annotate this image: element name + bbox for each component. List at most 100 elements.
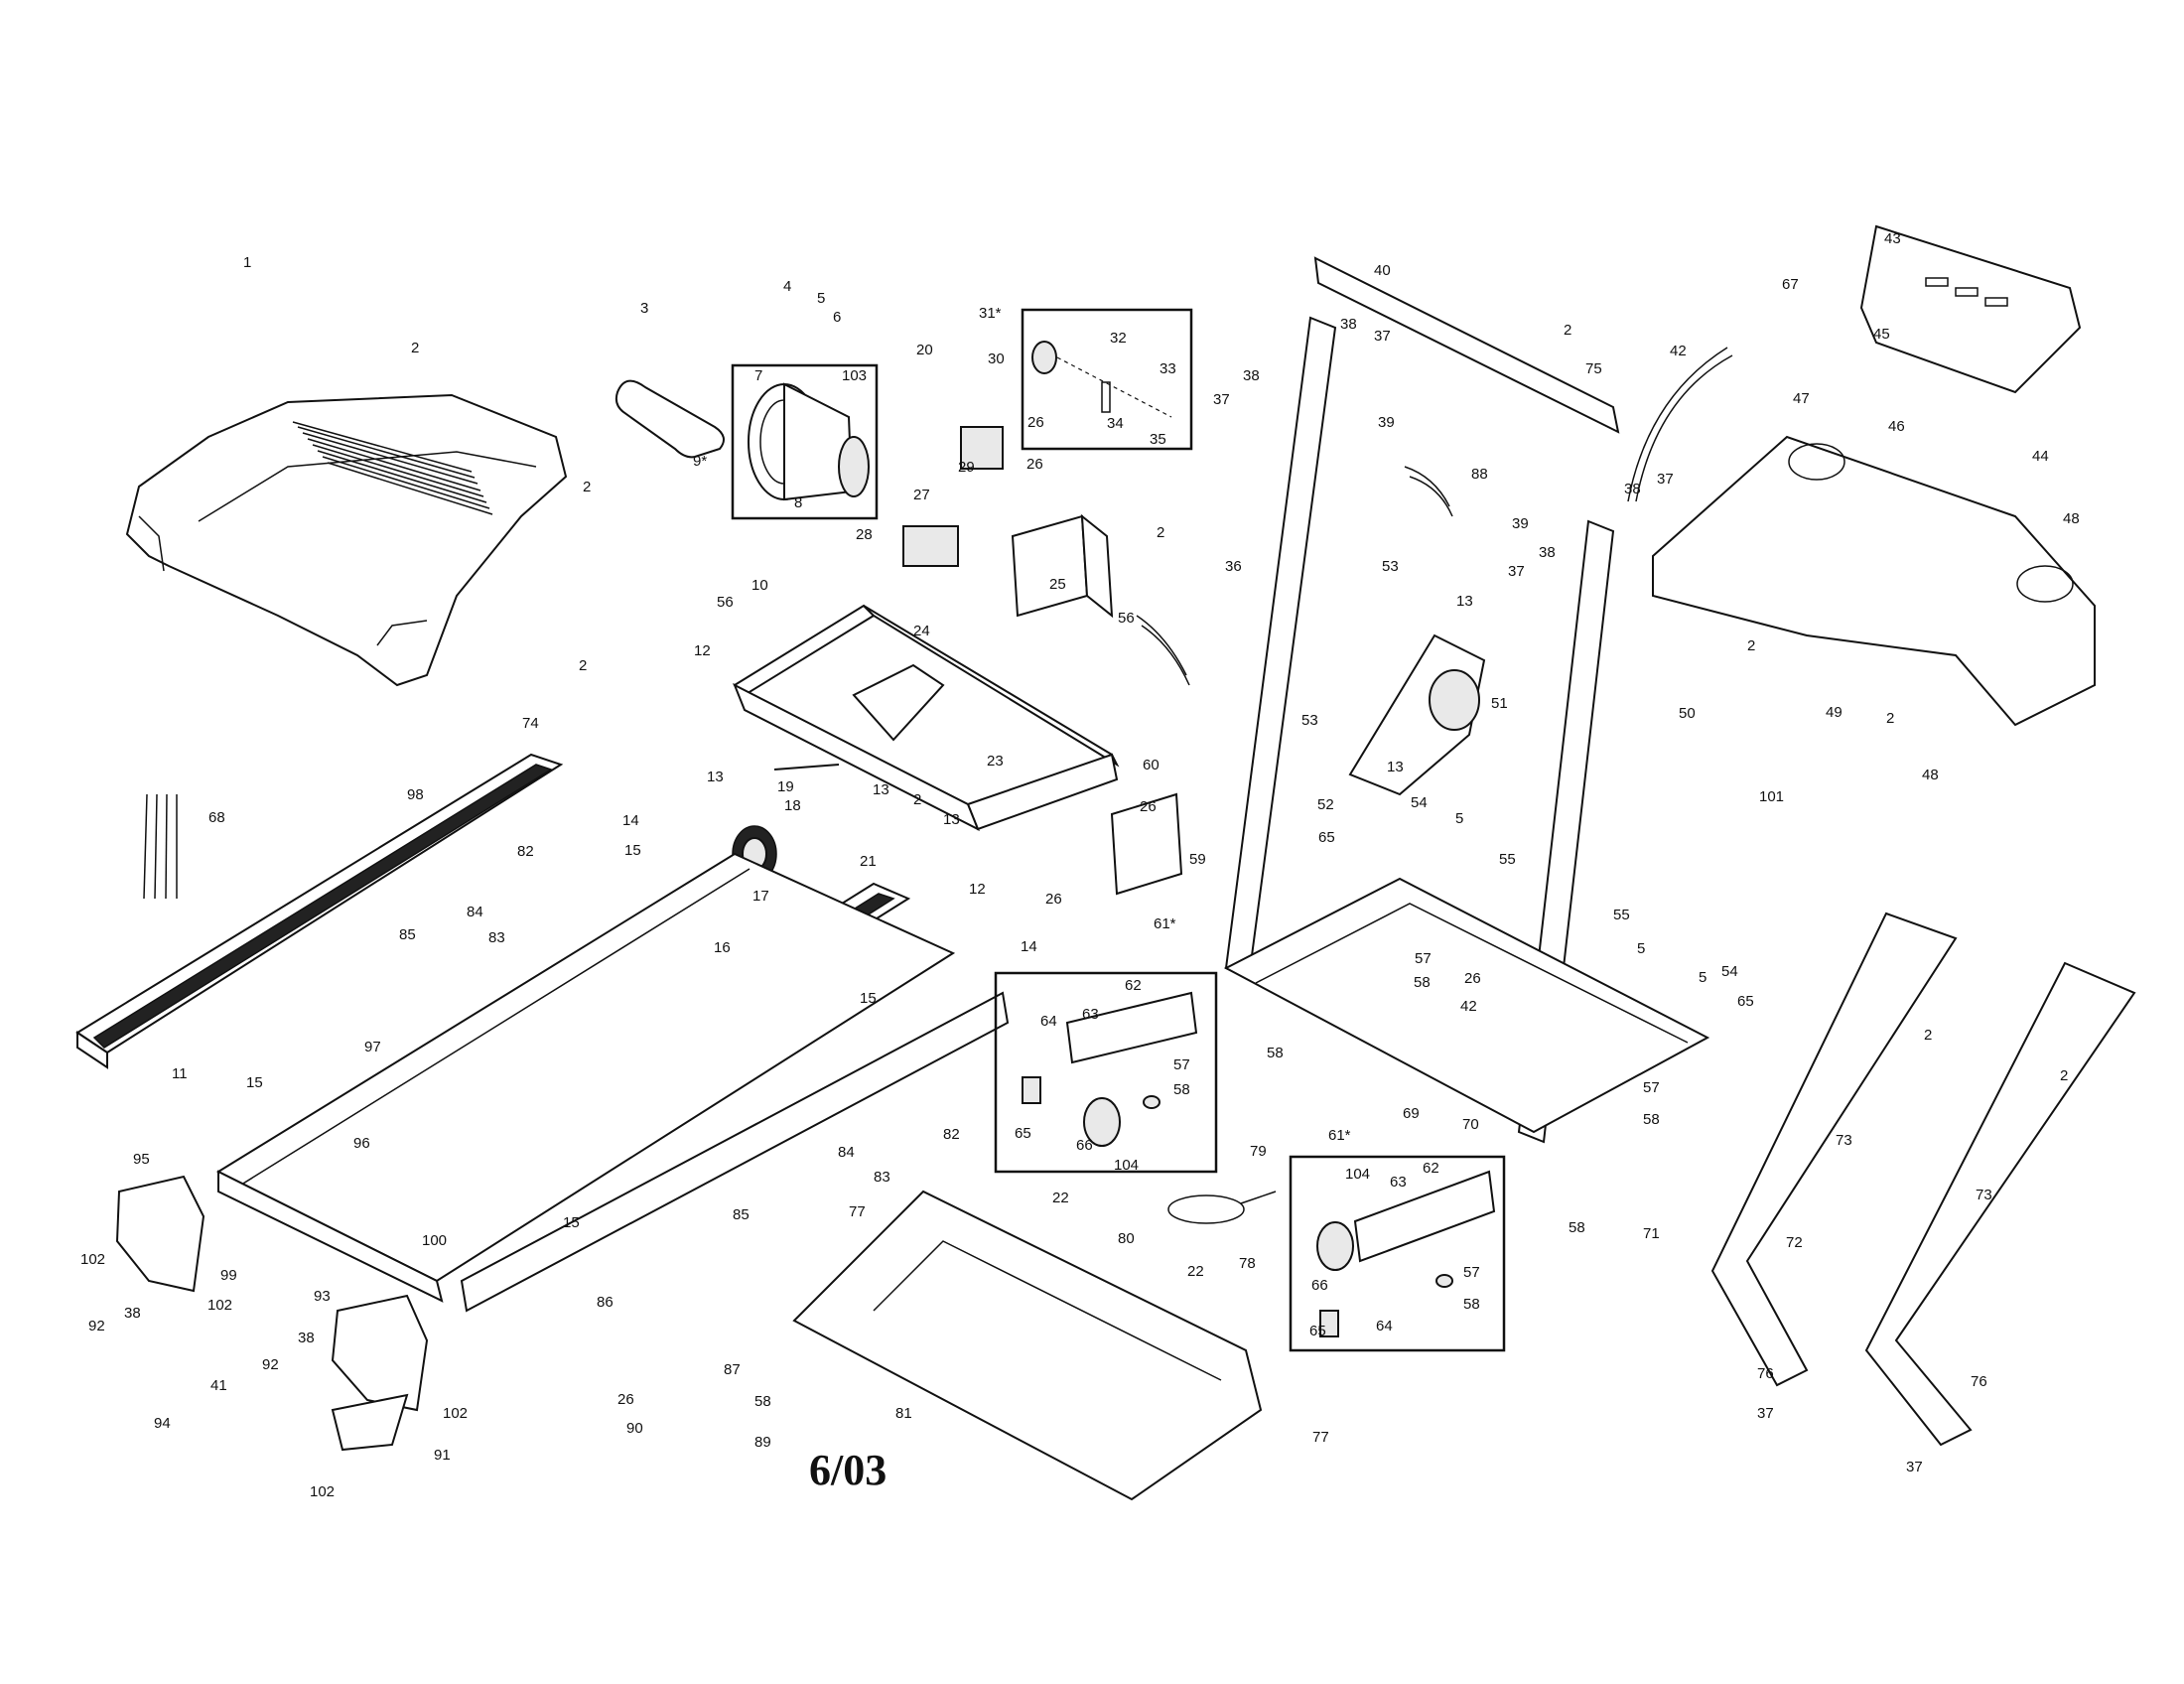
callout: 73 <box>1976 1187 1992 1203</box>
callout: 31* <box>979 305 1002 322</box>
callout: 82 <box>943 1126 960 1143</box>
callout: 85 <box>399 926 416 943</box>
callout: 57 <box>1463 1264 1480 1281</box>
callout: 15 <box>624 842 641 859</box>
callout: 42 <box>1670 343 1687 359</box>
callout: 90 <box>626 1420 643 1437</box>
callout: 5 <box>1637 940 1645 957</box>
callout: 32 <box>1110 330 1127 347</box>
rear-endcap-right <box>331 1294 429 1452</box>
callout: 58 <box>1643 1111 1660 1128</box>
callout: 56 <box>717 594 734 611</box>
callout: 49 <box>1826 704 1843 721</box>
callout: 101 <box>1759 788 1784 805</box>
callout: 50 <box>1679 705 1696 722</box>
callout: 102 <box>443 1405 468 1422</box>
callout: 63 <box>1082 1006 1099 1023</box>
callout: 26 <box>1027 414 1044 431</box>
drive-motor <box>748 382 870 501</box>
callout: 48 <box>1922 767 1939 783</box>
callout: 100 <box>422 1232 447 1249</box>
callout: 47 <box>1793 390 1810 407</box>
callout: 39 <box>1512 515 1529 532</box>
callout: 23 <box>987 753 1004 770</box>
callout: 38 <box>298 1330 315 1346</box>
callout: 55 <box>1613 907 1630 923</box>
callout: 52 <box>1317 796 1334 813</box>
callout: 2 <box>913 791 921 808</box>
callout: 11 <box>172 1065 188 1082</box>
base-pan <box>792 1190 1263 1501</box>
callout: 65 <box>1015 1125 1031 1142</box>
callout: 37 <box>1757 1405 1774 1422</box>
callout: 5 <box>817 290 825 307</box>
callout: 41 <box>210 1377 227 1394</box>
controller-bracket <box>902 426 1114 619</box>
callout: 104 <box>1345 1166 1370 1183</box>
callout: 37 <box>1906 1459 1923 1475</box>
callout: 28 <box>856 526 873 543</box>
callout: 57 <box>1415 950 1432 967</box>
callout: 13 <box>707 769 724 785</box>
callout: 83 <box>874 1169 890 1186</box>
roller-mount <box>1031 341 1172 418</box>
callout: 29 <box>958 459 975 476</box>
callout: 58 <box>1267 1045 1284 1061</box>
callout: 92 <box>262 1356 279 1373</box>
callout: 6 <box>833 309 841 326</box>
controller-mount-box <box>1021 308 1193 451</box>
callout: 61* <box>1328 1127 1351 1144</box>
callout: 103 <box>842 367 867 384</box>
callout: 2 <box>579 657 587 674</box>
callout: 37 <box>1213 391 1230 408</box>
handrail-left <box>1710 912 1958 1387</box>
upright-frame <box>1223 256 1710 1144</box>
wire-harness-88 <box>1404 466 1453 517</box>
callout: 2 <box>1924 1027 1932 1044</box>
callout: 60 <box>1143 757 1160 773</box>
callout: 78 <box>1239 1255 1256 1272</box>
callout: 2 <box>1747 637 1755 654</box>
callout: 13 <box>1387 759 1404 775</box>
callout: 26 <box>1045 891 1062 908</box>
callout: 5 <box>1699 969 1706 986</box>
callout: 9* <box>693 453 707 470</box>
callout: 92 <box>88 1318 105 1334</box>
callout: 75 <box>1585 360 1602 377</box>
callout: 84 <box>467 904 483 920</box>
callout: 43 <box>1884 230 1901 247</box>
side-rail-left <box>75 753 564 1069</box>
callout: 58 <box>1173 1081 1190 1098</box>
callout: 4 <box>783 278 791 295</box>
callout: 17 <box>752 888 769 905</box>
callout: 38 <box>1340 316 1357 333</box>
callout: 38 <box>1243 367 1260 384</box>
motor-assembly-box <box>731 363 879 520</box>
callout: 81 <box>895 1405 912 1422</box>
callout: 83 <box>488 929 505 946</box>
callout: 1 <box>243 254 251 271</box>
callout: 76 <box>1757 1365 1774 1382</box>
callout: 65 <box>1737 993 1754 1010</box>
callout: 26 <box>1140 798 1157 815</box>
callout: 58 <box>1569 1219 1585 1236</box>
handrail-right <box>1864 961 2136 1447</box>
callout: 55 <box>1499 851 1516 868</box>
callout: 5 <box>1455 810 1463 827</box>
callout: 20 <box>916 342 933 358</box>
callout: 65 <box>1309 1323 1326 1339</box>
callout: 102 <box>310 1483 335 1500</box>
callout: 8 <box>794 494 802 511</box>
wheel-assembly-2 <box>1316 1170 1496 1337</box>
callout: 26 <box>617 1391 634 1408</box>
callout: 37 <box>1508 563 1525 580</box>
motor-frame <box>733 604 1183 896</box>
wheel-assembly-box-1 <box>994 971 1218 1174</box>
callout: 34 <box>1107 415 1124 432</box>
callout: 88 <box>1471 466 1488 483</box>
callout: 91 <box>434 1447 451 1464</box>
callout: 98 <box>407 786 424 803</box>
callout: 68 <box>208 809 225 826</box>
callout: 53 <box>1382 558 1399 575</box>
